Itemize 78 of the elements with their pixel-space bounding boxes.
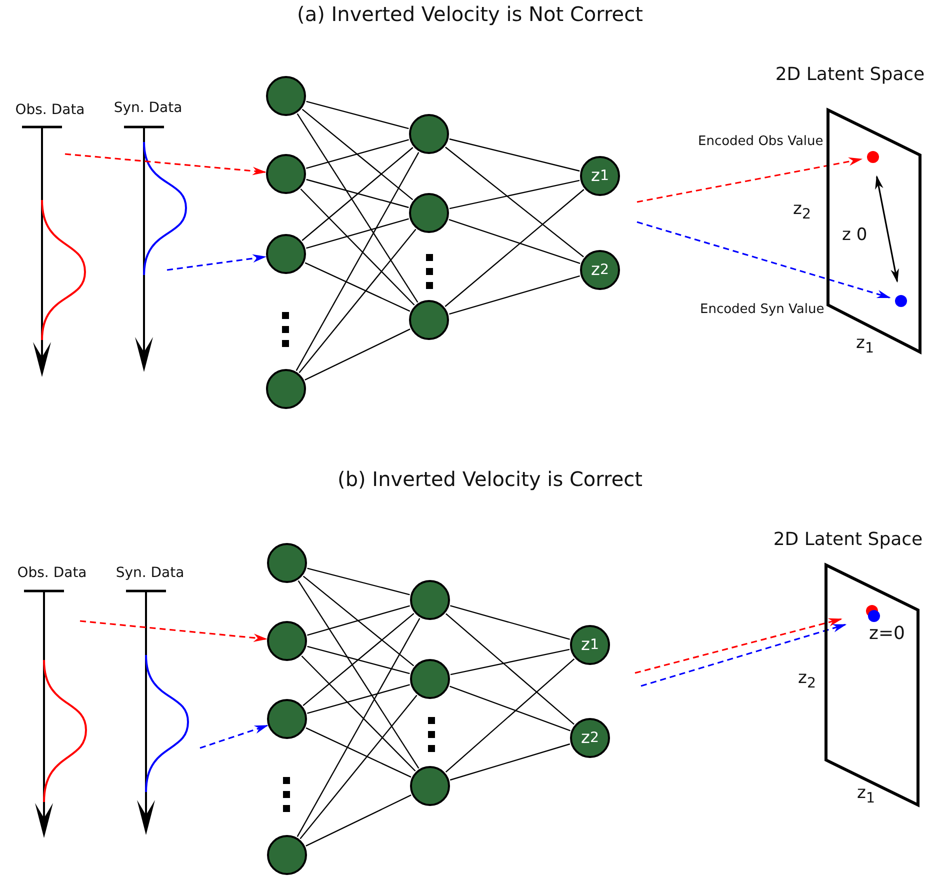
connection-line [307, 646, 410, 674]
trace-label: Obs. Data [17, 565, 87, 581]
encoded-point [895, 295, 907, 307]
connection-line [450, 605, 570, 640]
connection-line [444, 189, 584, 307]
neuron-circle [267, 543, 307, 583]
neuron-circle [409, 193, 449, 233]
neuron-circle [409, 300, 449, 340]
neuron-circle [266, 154, 306, 194]
connection-line [301, 656, 416, 772]
connection-line [306, 178, 409, 208]
connection-line [307, 568, 410, 596]
neuron-circle [267, 621, 307, 661]
axis-label: z$_{2}$ [793, 199, 811, 222]
connection-line [449, 138, 580, 172]
axis-label: z$_{1}$ [857, 783, 875, 806]
neuron-circle [410, 580, 450, 620]
connection-line [307, 605, 410, 636]
arrow [634, 618, 842, 674]
connection-line [306, 139, 409, 169]
arrow [80, 620, 268, 642]
arrow [636, 221, 891, 298]
neuron-circle [266, 369, 306, 409]
trace-label: Obs. Data [15, 102, 85, 118]
trace-label: Syn. Data [114, 100, 182, 116]
connection-line [296, 152, 420, 371]
neuron-circle [266, 234, 306, 274]
connection-line [302, 576, 414, 666]
plane-title: 2D Latent Space [772, 529, 924, 550]
double-arrow [875, 175, 899, 283]
connection-line [300, 694, 418, 840]
connection-line [296, 113, 418, 303]
connection-line [300, 188, 415, 306]
connection-line [298, 580, 420, 769]
connection-line [450, 743, 570, 781]
connection-line [450, 648, 570, 676]
distance-label: z=0 [869, 623, 905, 644]
neuron-circle [410, 659, 450, 699]
neuron-circle [266, 76, 306, 116]
encoded-point [867, 151, 879, 163]
connection-line [445, 658, 575, 773]
connection-line [307, 684, 410, 714]
connection-line [302, 108, 414, 200]
point-label: Encoded Obs Value [698, 134, 824, 149]
connection-line [448, 219, 580, 264]
connection-line [446, 613, 574, 725]
panel-title: (b) Inverted Velocity is Correct [338, 467, 642, 491]
point-label: Encoded Syn Value [700, 302, 824, 317]
connection-line [306, 218, 409, 249]
connection-line [450, 686, 570, 732]
panel-title: (a) Inverted Velocity is Not Correct [297, 2, 643, 26]
connection-line [304, 262, 410, 312]
neuron-circle [267, 699, 307, 739]
connection-line [306, 100, 409, 130]
neuron-circle [267, 835, 307, 875]
connection-line [302, 612, 414, 706]
neuron-circle [410, 766, 450, 806]
arrow [640, 624, 847, 687]
connection-line [445, 146, 584, 258]
arrow [636, 157, 863, 203]
connection-line [306, 794, 412, 846]
arrow [166, 254, 267, 271]
axis-label: z$_{2}$ [798, 668, 816, 692]
trace-label: Syn. Data [116, 565, 184, 581]
encoded-point [868, 610, 880, 622]
plane-title: 2D Latent Space [774, 64, 926, 85]
connection-line [449, 180, 580, 210]
connection-line [449, 275, 580, 315]
distance-label: z 0 [842, 225, 868, 245]
connection-line [302, 147, 414, 241]
axis-label: z$_{1}$ [856, 333, 874, 356]
arrow [200, 724, 268, 749]
neuron-circle [409, 114, 449, 154]
arrow [64, 153, 266, 176]
connection-line [296, 618, 420, 837]
connection-line [298, 228, 416, 374]
connection-line [304, 328, 410, 380]
connection-line [306, 727, 412, 778]
